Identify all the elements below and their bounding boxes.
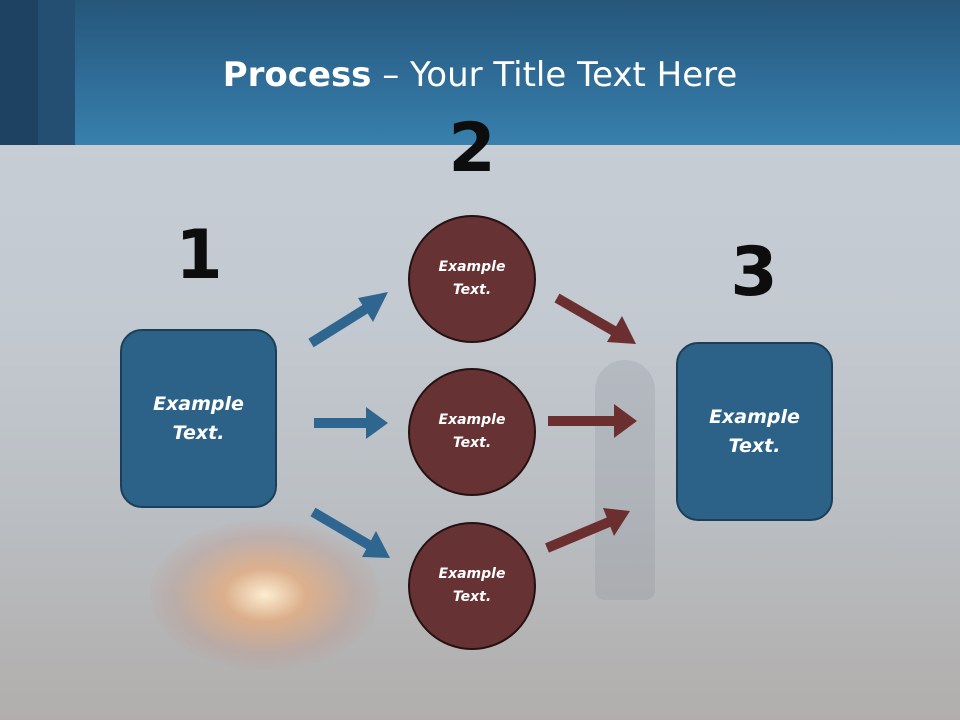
arrow-top-to-right (554, 293, 617, 336)
right-step-box: Example Text. (676, 342, 833, 521)
circle-step-bottom: Example Text. (408, 522, 536, 650)
circle-step-text: Example Text. (438, 566, 506, 605)
title-bar: Process – Your Title Text Here (0, 0, 960, 145)
arrow-head (614, 404, 637, 438)
circle-step-top: Example Text. (408, 215, 536, 343)
left-step-box: Example Text. (120, 329, 277, 508)
header-accent-strip (0, 0, 38, 145)
arrow-head (366, 407, 388, 439)
slide-title: Process – Your Title Text Here (0, 52, 960, 98)
arrow-head (358, 292, 388, 322)
header-accent-strip (38, 0, 75, 145)
arrow-left-to-bottom (310, 507, 372, 550)
arrow-head (603, 508, 630, 536)
left-step-text: Example Text. (153, 392, 244, 444)
step-number-1: 1 (175, 216, 223, 295)
arrow-bottom-to-right (545, 517, 611, 553)
arrow-head (607, 316, 636, 344)
step-number-2: 2 (448, 109, 496, 188)
title-rest: – Your Title Text Here (371, 55, 738, 95)
title-bold: Process (222, 55, 372, 95)
arrow-head (362, 531, 390, 558)
arrow-left-to-top (308, 303, 370, 348)
right-step-text: Example Text. (709, 405, 800, 457)
circle-step-middle: Example Text. (408, 368, 536, 496)
circle-step-text: Example Text. (438, 259, 506, 298)
step-number-3: 3 (730, 233, 778, 312)
campfire-glow (150, 520, 380, 670)
person-silhouette (595, 360, 655, 600)
circle-step-text: Example Text. (438, 412, 506, 451)
